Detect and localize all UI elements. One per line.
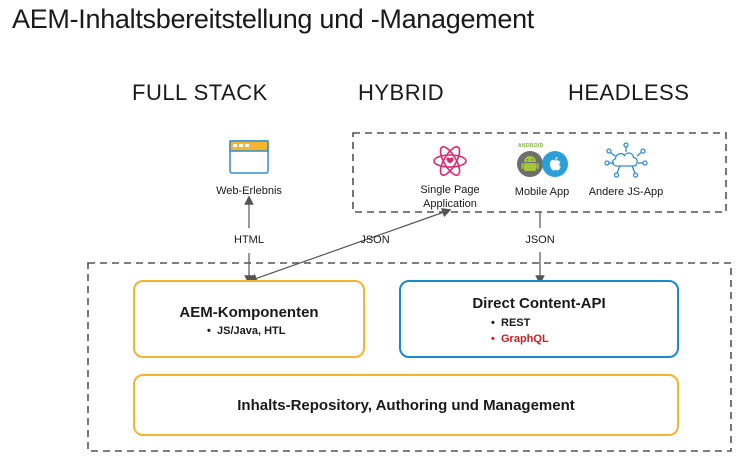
bullet-dot: • (491, 333, 495, 345)
direct-content-api-box: Direct Content-API •REST •GraphQL (399, 280, 679, 358)
column-heading-full-stack: FULL STACK (132, 80, 268, 105)
aem-components-title: AEM-Komponenten (179, 304, 319, 321)
page-title: AEM-Inhaltsbereitstellung und -Managemen… (12, 4, 534, 34)
other-js-app-label: Andere JS-App (588, 186, 664, 198)
cloud-network-icon (604, 142, 648, 178)
spa-label: Single Page Application (420, 184, 480, 210)
android-icon (517, 151, 543, 177)
api-bullet-graphql: •GraphQL (491, 333, 549, 345)
column-heading-hybrid: HYBRID (358, 80, 445, 105)
mobile-app-label: Mobile App (514, 186, 570, 198)
json-hybrid-connector-line (247, 208, 452, 283)
api-bullet-rest: •REST (491, 317, 531, 329)
aem-components-bullet: •JS/Java, HTL (207, 325, 286, 337)
react-atom-icon (433, 146, 467, 176)
json-hybrid-connector-label: JSON (360, 234, 390, 246)
json-headless-connector-label: JSON (517, 234, 563, 246)
html-connector-label: HTML (226, 234, 272, 246)
apple-icon (542, 151, 568, 177)
aem-components-box: AEM-Komponenten •JS/Java, HTL (133, 280, 365, 358)
bullet-dot: • (491, 317, 495, 329)
content-repository-title: Inhalts-Repository, Authoring und Manage… (237, 397, 575, 414)
direct-content-api-title: Direct Content-API (472, 295, 606, 312)
android-logo-text: ANDROID (518, 143, 544, 149)
aem-backend-dashed-container (87, 262, 732, 452)
bullet-dot: • (207, 325, 211, 337)
content-repository-box: Inhalts-Repository, Authoring und Manage… (133, 374, 679, 436)
column-heading-headless: HEADLESS (568, 80, 690, 105)
web-experience-label: Web-Erlebnis (216, 185, 282, 197)
browser-window-icon (229, 140, 269, 174)
